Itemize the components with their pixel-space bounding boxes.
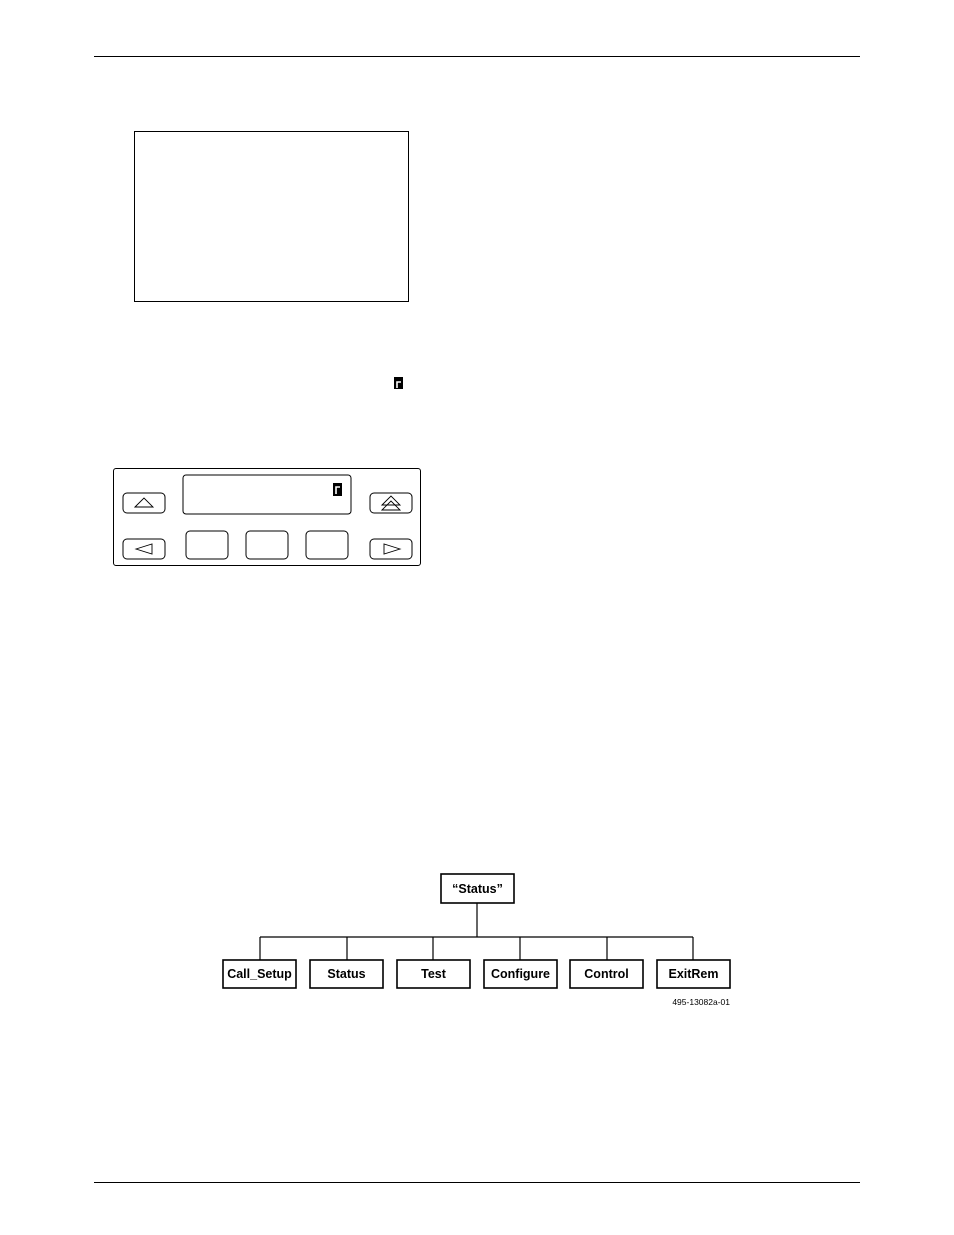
child-node-label: Call_Setup	[227, 967, 292, 981]
child-node-label: Test	[421, 967, 447, 981]
lcd-display	[182, 474, 352, 515]
header-rule	[94, 56, 860, 57]
root-node	[440, 873, 515, 904]
page-up-icon	[380, 495, 402, 511]
function-key-2[interactable]	[245, 530, 289, 560]
up-arrow-button[interactable]	[122, 492, 166, 514]
child-node-test	[396, 959, 471, 989]
root-node-label: “Status”	[452, 882, 503, 896]
child-node-configure	[483, 959, 558, 989]
function-key-1[interactable]	[185, 530, 229, 560]
child-node-label: ExitRem	[668, 967, 718, 981]
child-node-label: Configure	[491, 967, 550, 981]
right-arrow-icon	[383, 543, 402, 555]
child-node-exitrem	[656, 959, 731, 989]
child-node-status	[309, 959, 384, 989]
right-arrow-button[interactable]	[369, 538, 413, 560]
front-panel	[113, 468, 421, 566]
left-arrow-button[interactable]	[122, 538, 166, 560]
left-arrow-icon	[134, 543, 153, 555]
function-key-3[interactable]	[305, 530, 349, 560]
child-node-label: Control	[584, 967, 628, 981]
up-arrow-icon	[133, 497, 155, 508]
child-node-call-setup	[222, 959, 297, 989]
child-node-control	[569, 959, 644, 989]
remote-indicator-icon	[394, 377, 403, 389]
page-up-button[interactable]	[369, 492, 413, 514]
menu-tree-diagram: “Status” Call_Setup Status Test Configur…	[222, 873, 731, 1007]
blank-screen-box	[134, 131, 409, 302]
remote-indicator-icon	[333, 483, 342, 496]
footer-rule	[94, 1182, 860, 1183]
child-node-label: Status	[327, 967, 365, 981]
figure-id: 495-13082a-01	[672, 997, 730, 1007]
